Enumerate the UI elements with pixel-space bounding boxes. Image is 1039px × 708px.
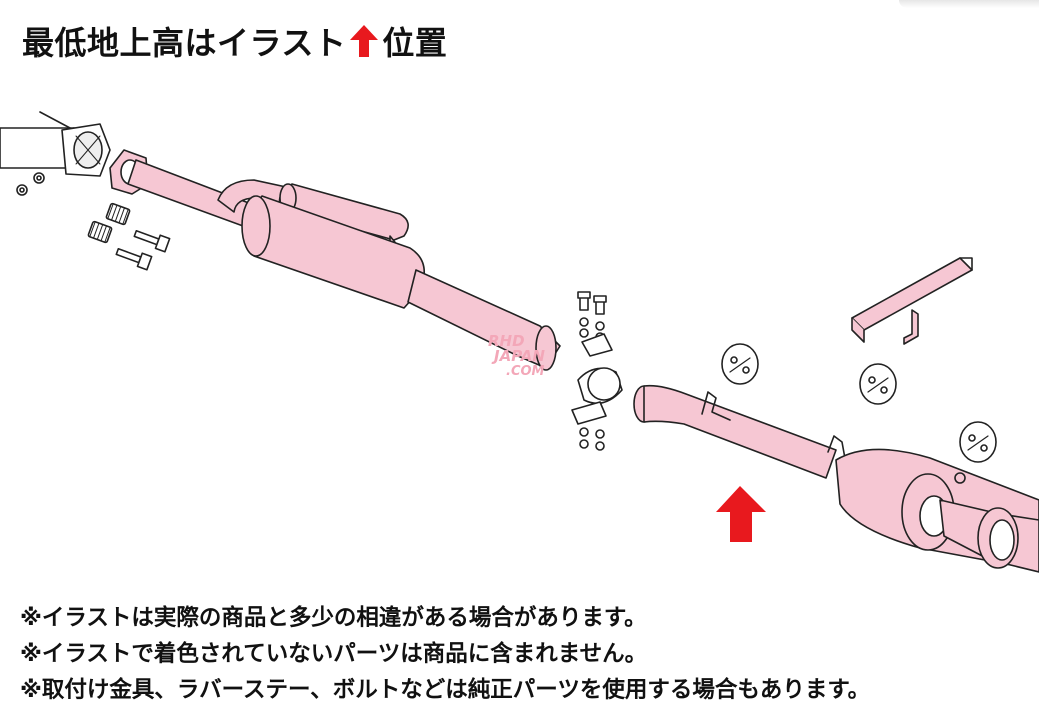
- front-pipe-assembly: [109, 149, 561, 371]
- rear-pipe-assembly: [633, 384, 1039, 573]
- watermark-line3: .COM: [506, 364, 545, 379]
- stock-pipe: [0, 111, 111, 177]
- watermark-line2: JAPAN: [491, 347, 545, 365]
- note-line: ※イラストは実際の商品と多少の相違がある場合があります。: [20, 605, 647, 631]
- rubber-hangers: [721, 343, 997, 463]
- note-line: ※イラストで着色されていないパーツは商品に含まれません。: [20, 641, 648, 667]
- rear-bracket: [851, 257, 973, 345]
- title-prefix: 最低地上高はイラスト: [22, 24, 347, 62]
- up-arrow-icon: [350, 25, 379, 57]
- watermark-logo: RHD JAPAN .COM: [488, 332, 545, 379]
- left-nut: [16, 172, 45, 196]
- notes: ※イラストは実際の商品と多少の相違がある場合があります。 ※イラストで着色されて…: [20, 600, 1029, 708]
- spring-bolts: [87, 202, 171, 271]
- watermark-line1: RHD: [488, 332, 525, 350]
- ground-clearance-indicator-icon: [716, 486, 766, 542]
- exhaust-diagram: RHD JAPAN .COM: [0, 111, 1039, 573]
- center-clamp-hardware: [571, 291, 623, 451]
- top-edge-tab: [899, 0, 1039, 8]
- note-line: ※取付け金具、ラバーステー、ボルトなどは純正パーツを使用する場合もあります。: [20, 677, 871, 703]
- page-title: 最低地上高はイラスト 位置: [22, 18, 447, 64]
- title-suffix: 位置: [382, 24, 448, 62]
